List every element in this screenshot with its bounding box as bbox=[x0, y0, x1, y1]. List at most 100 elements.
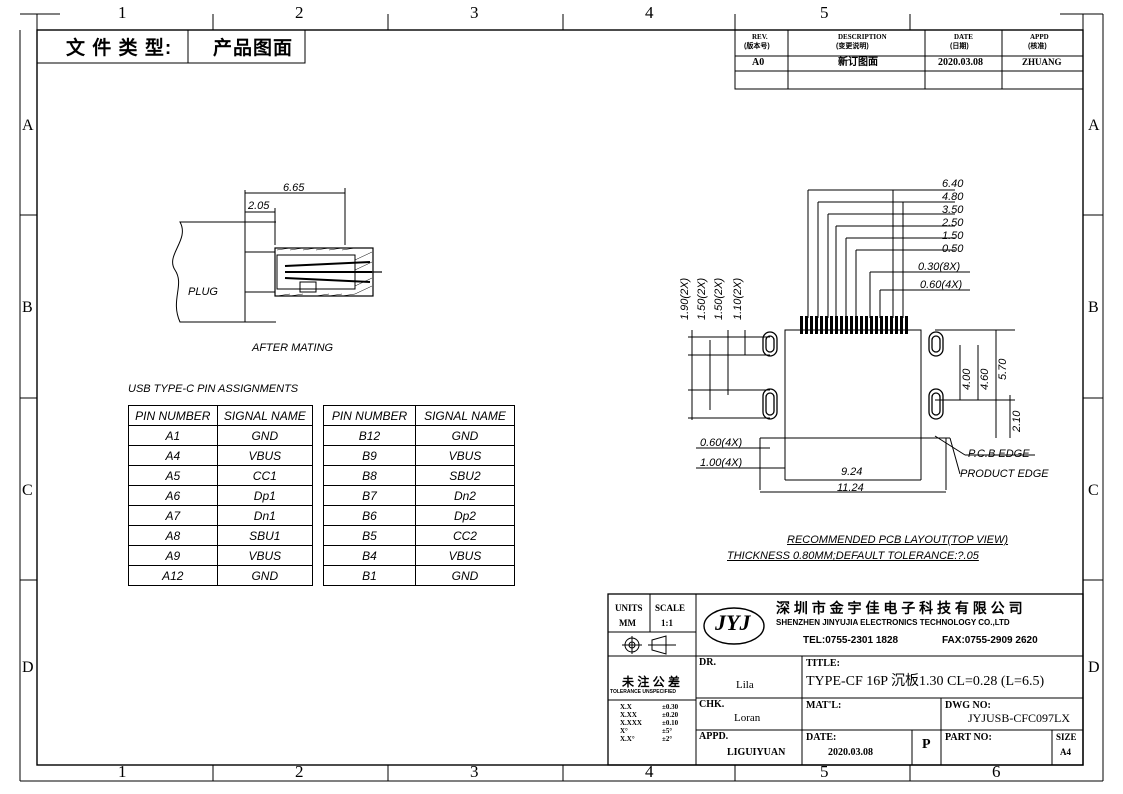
company-name-en: SHENZHEN JINYUJIA ELECTRONICS TECHNOLOGY… bbox=[776, 618, 1010, 627]
dim-4-00: 4.00 bbox=[961, 368, 973, 390]
company-logo: JYJ bbox=[715, 610, 751, 635]
rev-appd: ZHUANG bbox=[1022, 57, 1062, 67]
signal-cell: VBUS bbox=[216, 445, 314, 466]
header-signal-name: SIGNAL NAME bbox=[216, 405, 314, 426]
dim-6-40: 6.40 bbox=[942, 178, 964, 190]
chk-label: CHK. bbox=[699, 699, 725, 710]
dim-6-65: 6.65 bbox=[283, 182, 305, 194]
pin-cell: B8 bbox=[323, 465, 416, 486]
zone-row-a-left: A bbox=[22, 117, 34, 134]
signal-cell: Dp2 bbox=[414, 505, 516, 526]
rev-value: A0 bbox=[752, 57, 765, 68]
part-no-label: PART NO: bbox=[945, 732, 992, 743]
date-header-cn: (日期) bbox=[950, 43, 969, 50]
signal-cell: GND bbox=[414, 565, 516, 586]
zone-col-4-top: 4 bbox=[645, 3, 654, 22]
pin-cell: A4 bbox=[128, 445, 218, 466]
dim-5-70: 5.70 bbox=[997, 358, 1009, 380]
tol-val-4: ±5° bbox=[662, 727, 673, 735]
dim-1-50-2x-b: 1.50(2X) bbox=[713, 277, 725, 320]
tol-key-3: X.XXX bbox=[620, 719, 642, 727]
tolerance-title: 未 注 公 差 bbox=[622, 675, 681, 689]
date-value: 2020.03.08 bbox=[828, 747, 873, 758]
rev-header: REV. bbox=[752, 33, 768, 41]
dim-4-60: 4.60 bbox=[979, 368, 991, 390]
zone-row-d-left: D bbox=[22, 659, 34, 676]
tol-val-3: ±0.10 bbox=[662, 719, 679, 727]
pin-table-title: USB TYPE-C PIN ASSIGNMENTS bbox=[128, 383, 299, 395]
dr-value: Lila bbox=[736, 679, 754, 691]
units-label: UNITS bbox=[615, 603, 643, 613]
scale-label: SCALE bbox=[655, 603, 686, 613]
date-header: DATE bbox=[954, 33, 973, 41]
tol-key-1: X.X bbox=[620, 703, 632, 711]
dim-1-90-2x: 1.90(2X) bbox=[679, 277, 691, 320]
tol-val-2: ±0.20 bbox=[662, 711, 679, 719]
dim-1-10-2x: 1.10(2X) bbox=[732, 277, 744, 320]
signal-cell: SBU2 bbox=[414, 465, 516, 486]
pin-cell: B6 bbox=[323, 505, 416, 526]
dim-0-60-4x: 0.60(4X) bbox=[920, 279, 963, 291]
dwg-no-value: JYJUSB-CFC097LX bbox=[968, 711, 1071, 725]
doc-type-value: 产品图面 bbox=[213, 38, 294, 59]
dim-bottom-0-60-4x: 0.60(4X) bbox=[700, 437, 743, 449]
plug-label: PLUG bbox=[188, 286, 218, 298]
signal-cell: CC2 bbox=[414, 525, 516, 546]
pcb-pads bbox=[762, 331, 944, 420]
zone-col-1: 1 bbox=[118, 762, 127, 781]
signal-cell: Dp1 bbox=[216, 485, 314, 506]
size-value: A4 bbox=[1060, 747, 1071, 757]
scale-value: 1:1 bbox=[661, 618, 673, 628]
pcb-thickness-caption: THICKNESS 0.80MM;DEFAULT TOLERANCE:?.05 bbox=[727, 550, 979, 562]
pin-cell: A1 bbox=[128, 425, 218, 446]
zone-row-d-right: D bbox=[1088, 659, 1100, 676]
zone-col-5: 5 bbox=[820, 762, 829, 781]
pin-cell: A5 bbox=[128, 465, 218, 486]
tol-key-2: X.XX bbox=[620, 711, 637, 719]
appd-header: APPD bbox=[1030, 33, 1049, 41]
signal-cell: GND bbox=[216, 425, 314, 446]
signal-cell: GND bbox=[216, 565, 314, 586]
pin-cell: A12 bbox=[128, 565, 218, 586]
dim-11-24: 11.24 bbox=[837, 482, 864, 494]
company-tel: TEL:0755-2301 1828 bbox=[803, 635, 899, 646]
desc-header: DESCRIPTION bbox=[838, 33, 887, 41]
zone-col-3-top: 3 bbox=[470, 3, 479, 22]
title-label: TITLE: bbox=[806, 658, 840, 669]
chk-value: Loran bbox=[734, 712, 761, 724]
signal-cell: SBU1 bbox=[216, 525, 314, 546]
p-mark: P bbox=[922, 737, 931, 752]
pin-cell: A6 bbox=[128, 485, 218, 506]
company-name-cn: 深 圳 市 金 宇 佳 电 子 科 技 有 限 公 司 bbox=[776, 600, 1023, 616]
dim-2-05: 2.05 bbox=[248, 200, 270, 212]
signal-cell: VBUS bbox=[216, 545, 314, 566]
dr-label: DR. bbox=[699, 657, 716, 668]
pin-cell: A9 bbox=[128, 545, 218, 566]
pcb-outline bbox=[760, 329, 950, 480]
signal-cell: CC1 bbox=[216, 465, 314, 486]
company-fax: FAX:0755-2909 2620 bbox=[942, 635, 1038, 646]
zone-row-c-left: C bbox=[22, 482, 33, 499]
zone-row-a-right: A bbox=[1088, 117, 1100, 134]
size-label: SIZE bbox=[1056, 732, 1077, 742]
pin-cell: A8 bbox=[128, 525, 218, 546]
pin-cell: B12 bbox=[323, 425, 416, 446]
desc-header-cn: (变更说明) bbox=[836, 43, 869, 50]
zone-col-5-top: 5 bbox=[820, 3, 829, 22]
pin-cell: B7 bbox=[323, 485, 416, 506]
zone-col-1-top: 1 bbox=[118, 3, 127, 22]
